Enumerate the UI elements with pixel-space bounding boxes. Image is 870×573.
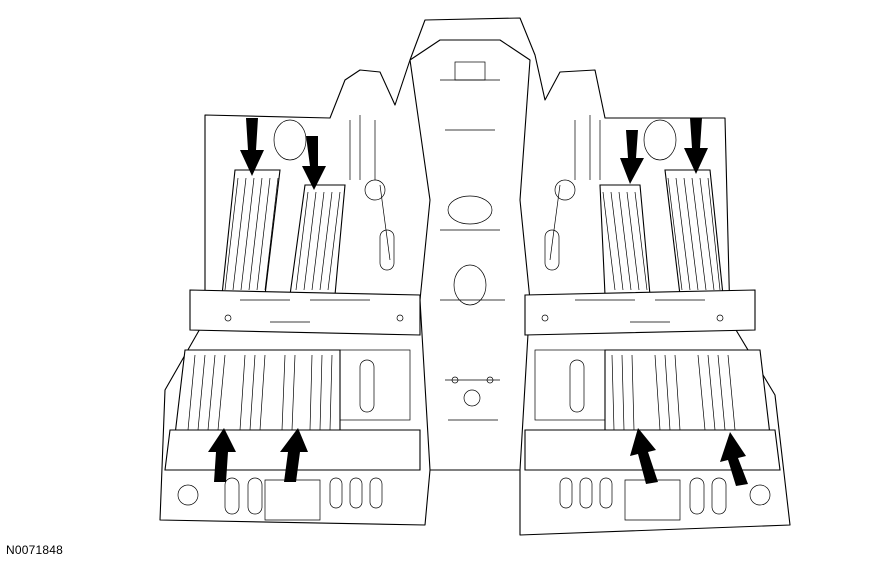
- arrow-down-icon: [302, 136, 326, 190]
- arrow-up-icon: [208, 428, 236, 482]
- figure-id-label: N0071848: [6, 543, 63, 557]
- right-rear-floor: [559, 477, 771, 521]
- left-rear-floor: [177, 477, 383, 521]
- arrow-up-icon: [630, 428, 658, 484]
- arrow-up-icon: [720, 432, 748, 486]
- right-front-panels: [599, 119, 724, 296]
- arrow-down-icon: [620, 130, 644, 184]
- right-front-cross-member: [524, 289, 756, 336]
- arrow-down-icon: [240, 118, 264, 176]
- left-front-panels: [221, 119, 346, 296]
- arrow-down-icon: [684, 118, 708, 174]
- left-front-cross-member: [189, 289, 421, 336]
- arrow-up-icon: [280, 428, 308, 482]
- floor-pan-outline: [159, 17, 791, 536]
